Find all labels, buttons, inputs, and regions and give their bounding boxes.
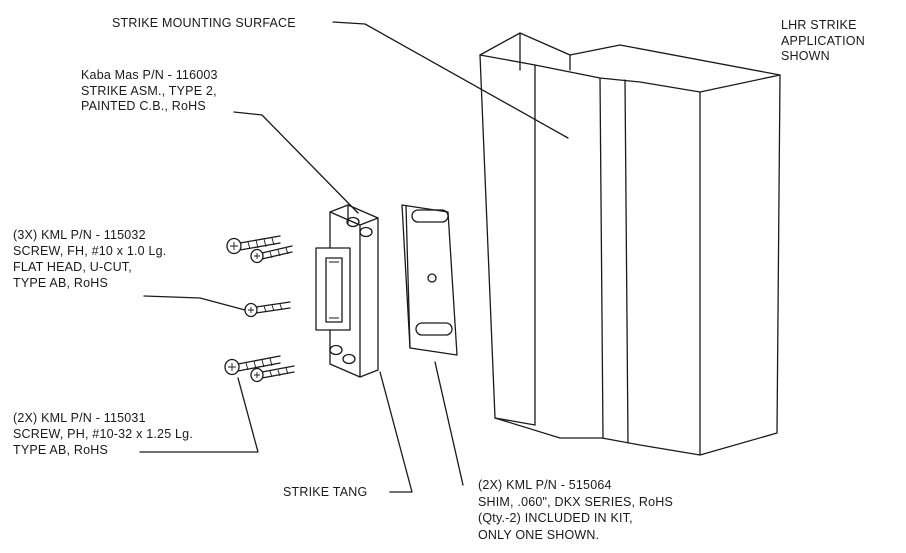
- label-shim: (2X) KML P/N - 515064 SHIM, .060", DKX S…: [478, 478, 674, 542]
- label-flat-head-screw: (3X) KML P/N - 115032 SCREW, FH, #10 x 1…: [13, 228, 167, 290]
- label-strike-mounting-surface: STRIKE MOUNTING SURFACE: [112, 16, 296, 30]
- door-frame: [479, 32, 781, 456]
- leader-lines: [139, 21, 569, 493]
- label-pan-head-screw: (2X) KML P/N - 115031 SCREW, PH, #10-32 …: [13, 411, 193, 457]
- label-strike-assembly: Kaba Mas P/N - 116003 STRIKE ASM., TYPE …: [81, 68, 218, 113]
- screws: [224, 235, 295, 383]
- label-strike-tang: STRIKE TANG: [283, 485, 368, 499]
- strike-assembly: [315, 204, 379, 378]
- shim-plate: [401, 204, 458, 356]
- label-application-shown: LHR STRIKE APPLICATION SHOWN: [781, 18, 865, 63]
